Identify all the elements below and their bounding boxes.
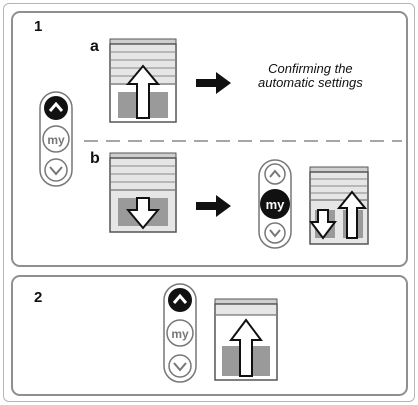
- confirm-caption: Confirming the automatic settings: [258, 62, 363, 90]
- step-2-number: 2: [34, 289, 43, 306]
- remote-my-button[interactable]: [260, 189, 290, 219]
- dashed-divider: [84, 140, 402, 142]
- remote-down-button[interactable]: [44, 158, 68, 182]
- arrow-right-icon: [196, 72, 231, 94]
- remote-my-button[interactable]: [42, 125, 70, 153]
- shade-up-down-arrows: [309, 166, 369, 245]
- remote-my-button[interactable]: [166, 319, 194, 347]
- step-2-panel: [11, 275, 408, 396]
- remote-up-button[interactable]: [264, 163, 286, 185]
- instruction-frame: [3, 3, 415, 402]
- step-1b-label: b: [90, 150, 100, 167]
- svg-text:my: my: [171, 327, 189, 341]
- remote-control-b: my: [258, 159, 292, 249]
- shade-raised-up-arrow: [109, 38, 177, 123]
- shade-lowered-down-arrow: [109, 152, 177, 233]
- arrow-right-icon: [196, 195, 231, 217]
- confirm-caption-line-1: Confirming the: [268, 61, 353, 76]
- remote-up-button[interactable]: [168, 288, 192, 312]
- confirm-caption-line-2: automatic settings: [258, 75, 363, 90]
- step-1-number: 1: [34, 18, 43, 35]
- svg-text:my: my: [47, 133, 65, 147]
- remote-down-button[interactable]: [168, 354, 192, 378]
- remote-control-step-2: my: [163, 283, 197, 383]
- remote-down-button[interactable]: [264, 222, 286, 244]
- svg-text:my: my: [266, 197, 286, 212]
- shade-raised-up-arrow: [214, 298, 278, 381]
- step-1a-label: a: [90, 38, 99, 55]
- remote-control-left: my: [39, 91, 73, 187]
- remote-up-button[interactable]: [44, 96, 68, 120]
